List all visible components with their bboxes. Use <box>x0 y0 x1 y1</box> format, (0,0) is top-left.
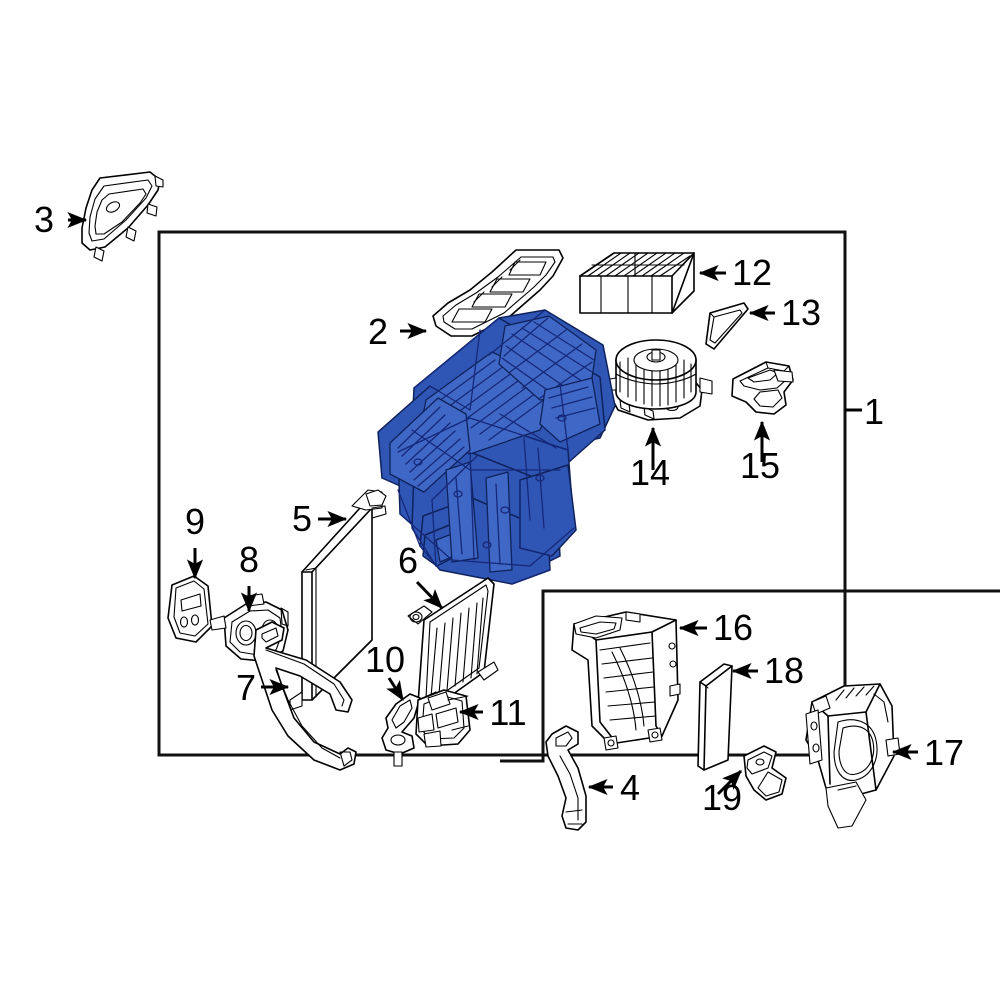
callout-6-heater-core[interactable]: 6 <box>398 540 444 610</box>
callout-4-label: 4 <box>620 767 640 808</box>
part-12-cabin-air-filter <box>579 252 695 314</box>
callout-9-label: 9 <box>185 501 205 542</box>
callout-6-leader <box>415 580 444 610</box>
callout-11-label: 11 <box>489 692 526 733</box>
callout-10-label: 10 <box>365 639 405 680</box>
part-9-temperature-sensor <box>167 575 213 643</box>
part-14-blower-motor <box>603 339 713 421</box>
callout-17-air-distribution-duct[interactable]: 17 <box>891 732 964 773</box>
callout-19-label: 19 <box>702 777 742 818</box>
part-15-blower-resistor <box>731 361 794 415</box>
callout-15-label: 15 <box>740 445 780 486</box>
callout-6-label: 6 <box>398 540 418 581</box>
part-18-intake-seal <box>697 663 733 771</box>
callout-12-label: 12 <box>732 252 772 293</box>
callout-19-duct-clip[interactable]: 19 <box>702 769 743 818</box>
part-6-heater-core <box>407 577 499 713</box>
callout-16-label: 16 <box>713 607 753 648</box>
callout-11-actuator-motor[interactable]: 11 <box>458 692 527 733</box>
part-17-air-distribution-duct <box>805 683 901 829</box>
callout-8-expansion-valve[interactable]: 8 <box>239 539 259 613</box>
part-13-filter-seal <box>705 302 749 350</box>
callout-12-cabin-air-filter[interactable]: 12 <box>698 252 772 293</box>
part-4-drain-hose <box>545 725 587 831</box>
duct-group-box <box>500 589 1000 763</box>
part-19-duct-clip <box>743 745 787 801</box>
part-2-housing-cover <box>432 249 564 337</box>
callout-18-label: 18 <box>764 650 804 691</box>
part-3-seal-gasket <box>81 171 164 262</box>
callout-3-label: 3 <box>34 199 54 240</box>
callout-13-filter-seal[interactable]: 13 <box>748 292 821 333</box>
callout-10-leader <box>386 677 405 702</box>
callout-10-pressure-sensor[interactable]: 10 <box>365 639 405 702</box>
callout-16-air-intake-housing[interactable]: 16 <box>678 607 753 648</box>
callouts-layer: 3 2 12 13 1 14 15 <box>34 199 964 818</box>
callout-7-label: 7 <box>236 667 256 708</box>
group-boxes <box>157 230 1000 763</box>
callout-17-label: 17 <box>924 732 964 773</box>
callout-1-label: 1 <box>864 391 884 432</box>
part-10-pressure-sensor <box>381 693 421 767</box>
callout-5-evaporator-core[interactable]: 5 <box>292 498 348 539</box>
callout-4-drain-hose[interactable]: 4 <box>587 767 640 808</box>
callout-15-blower-resistor[interactable]: 15 <box>740 420 780 486</box>
callout-2-housing-cover[interactable]: 2 <box>368 311 428 352</box>
callout-2-label: 2 <box>368 311 388 352</box>
callout-1-assembly-group[interactable]: 1 <box>845 391 884 432</box>
callout-9-temperature-sensor[interactable]: 9 <box>185 501 205 580</box>
callout-7-heater-hose[interactable]: 7 <box>236 667 290 708</box>
callout-19-leader <box>716 769 743 796</box>
callout-14-label: 14 <box>630 452 670 493</box>
main-hvac-housing-highlighted <box>377 309 616 585</box>
part-16-air-intake-housing <box>571 611 681 751</box>
callout-3-seal-gasket[interactable]: 3 <box>34 199 88 240</box>
callout-13-label: 13 <box>781 292 821 333</box>
part-11-actuator-motor <box>415 689 471 748</box>
callout-18-intake-seal[interactable]: 18 <box>731 650 804 691</box>
callout-14-blower-motor[interactable]: 14 <box>630 426 670 493</box>
main-assembly-group-box <box>157 230 847 757</box>
callout-5-label: 5 <box>292 498 312 539</box>
callout-8-label: 8 <box>239 539 259 580</box>
